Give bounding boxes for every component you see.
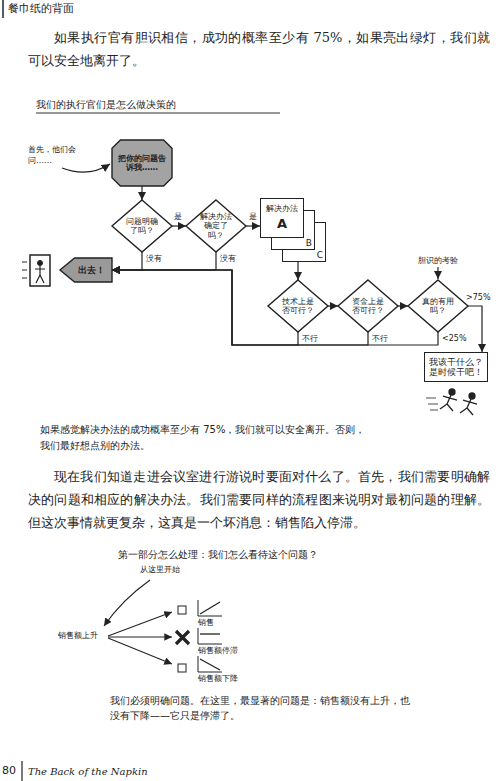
node-text: A: [277, 217, 287, 232]
flow-connector: [141, 186, 142, 200]
start-note: 从这里开始: [140, 565, 210, 575]
solution-box: 解决办法 A: [260, 198, 304, 238]
flow-connector: [246, 225, 260, 226]
node-text: 资金上是否可行？: [349, 297, 387, 315]
figure-title: 第一部分怎么处理：我们怎么看待这个问题？: [118, 548, 398, 561]
decision-diamond: 解决办法确定了吗？: [186, 200, 246, 252]
connector-label: 是: [174, 212, 182, 221]
option-label: 销售额下降: [198, 674, 258, 684]
intro-arrow: [62, 164, 110, 172]
body-paragraph: 现在我们知道走进会议室进行游说时要面对什么了。首先，我们需要明确解决的问题和相应…: [28, 465, 490, 534]
footer-bar: [21, 761, 22, 781]
mini-charts: [198, 600, 222, 672]
node-text: 真的有用吗？: [419, 297, 457, 315]
flow-connector: [112, 270, 438, 345]
figure-caption: 我们必须明确问题。在这里，最显著的问题是：销售额没有上升，也没有下降——它只是停…: [110, 693, 410, 723]
action-box: 我该干什么？是时候干吧！: [424, 352, 488, 382]
text-area: 出去！: [60, 258, 112, 282]
connector-label: 是: [249, 212, 257, 221]
figure-caption: 如果感觉解决办法的成功概率至少有 75%，我们就可以安全离开。否则，我们最好想点…: [40, 422, 370, 454]
text-area: 问题明确了吗？: [112, 200, 172, 252]
node-text: 把你的问题告诉我……: [118, 154, 166, 172]
branch-arrows: [108, 612, 172, 664]
running-figures: [426, 389, 477, 415]
node-text: 技术上是否可行？: [279, 297, 317, 315]
option-checkboxes: [176, 606, 189, 672]
connector-label: 不行: [372, 334, 388, 343]
connector-label: 不行: [302, 334, 318, 343]
flow-connector: [328, 305, 338, 306]
node-text: 出去！: [78, 265, 105, 275]
flow-connector: [112, 252, 216, 270]
decision-diamond: 技术上是否可行？: [268, 280, 328, 332]
flow-connector: [172, 225, 186, 226]
flow-connector: [112, 252, 142, 270]
connector-label: <25%: [442, 334, 466, 343]
connector-label: 没有: [146, 254, 162, 263]
decision-diamond: 资金上是否可行？: [338, 280, 398, 332]
door-icon: [22, 255, 50, 286]
flow-connector: [468, 306, 482, 352]
gut-check-note: 胆识的考验: [413, 256, 463, 266]
text-area: 把你的问题告诉我……: [112, 140, 172, 186]
node-text: 解决办法确定了吗？: [197, 212, 235, 240]
title-underline: [36, 113, 280, 114]
node-text: C: [317, 250, 323, 260]
book-title-footer: The Back of the Napkin: [28, 765, 248, 778]
option-label: 销售: [198, 618, 258, 628]
node-text: 问题明确了吗？: [123, 217, 161, 235]
text-area: 解决办法确定了吗？: [186, 200, 246, 252]
flow-connector: [112, 270, 368, 345]
node-text: 解决办法: [266, 204, 298, 213]
page-number: 80: [2, 764, 21, 778]
decision-diamond: 真的有用吗？: [408, 280, 468, 332]
text-area: 资金上是否可行？: [338, 280, 398, 332]
start-terminal: 把你的问题告诉我……: [112, 140, 172, 186]
text-area: 真的有用吗？: [408, 280, 468, 332]
body-paragraph: 如果执行官有胆识相信，成功的概率至少有 75%，如果亮出绿灯，我们就可以安全地离…: [28, 26, 490, 72]
node-text: B: [306, 238, 312, 248]
text-area: 技术上是否可行？: [268, 280, 328, 332]
connector-label: 没有: [220, 254, 236, 263]
exit-arrow: 出去！: [60, 258, 112, 282]
text-area: 解决办法 A: [261, 199, 303, 237]
flow-connector: [297, 262, 298, 280]
decision-diamond: 问题明确了吗？: [112, 200, 172, 252]
running-header: 餐巾纸的背面: [8, 2, 148, 16]
start-arrow: [104, 580, 150, 626]
connector-label: >75%: [466, 293, 490, 302]
gut-check-arrow: [437, 267, 438, 279]
header-bar: [2, 0, 4, 18]
question-label: 销售额上升: [58, 631, 108, 641]
text-area: 我该干什么？是时候干吧！: [425, 353, 487, 381]
node-text: 我该干什么？是时候干吧！: [428, 357, 484, 378]
figure-title: 我们的执行官们是怎么做决策的: [36, 98, 296, 111]
option-label: 销售额停滞: [198, 646, 258, 656]
intro-note: 首先，他们会问……: [28, 144, 84, 166]
flow-connector: [398, 305, 408, 306]
